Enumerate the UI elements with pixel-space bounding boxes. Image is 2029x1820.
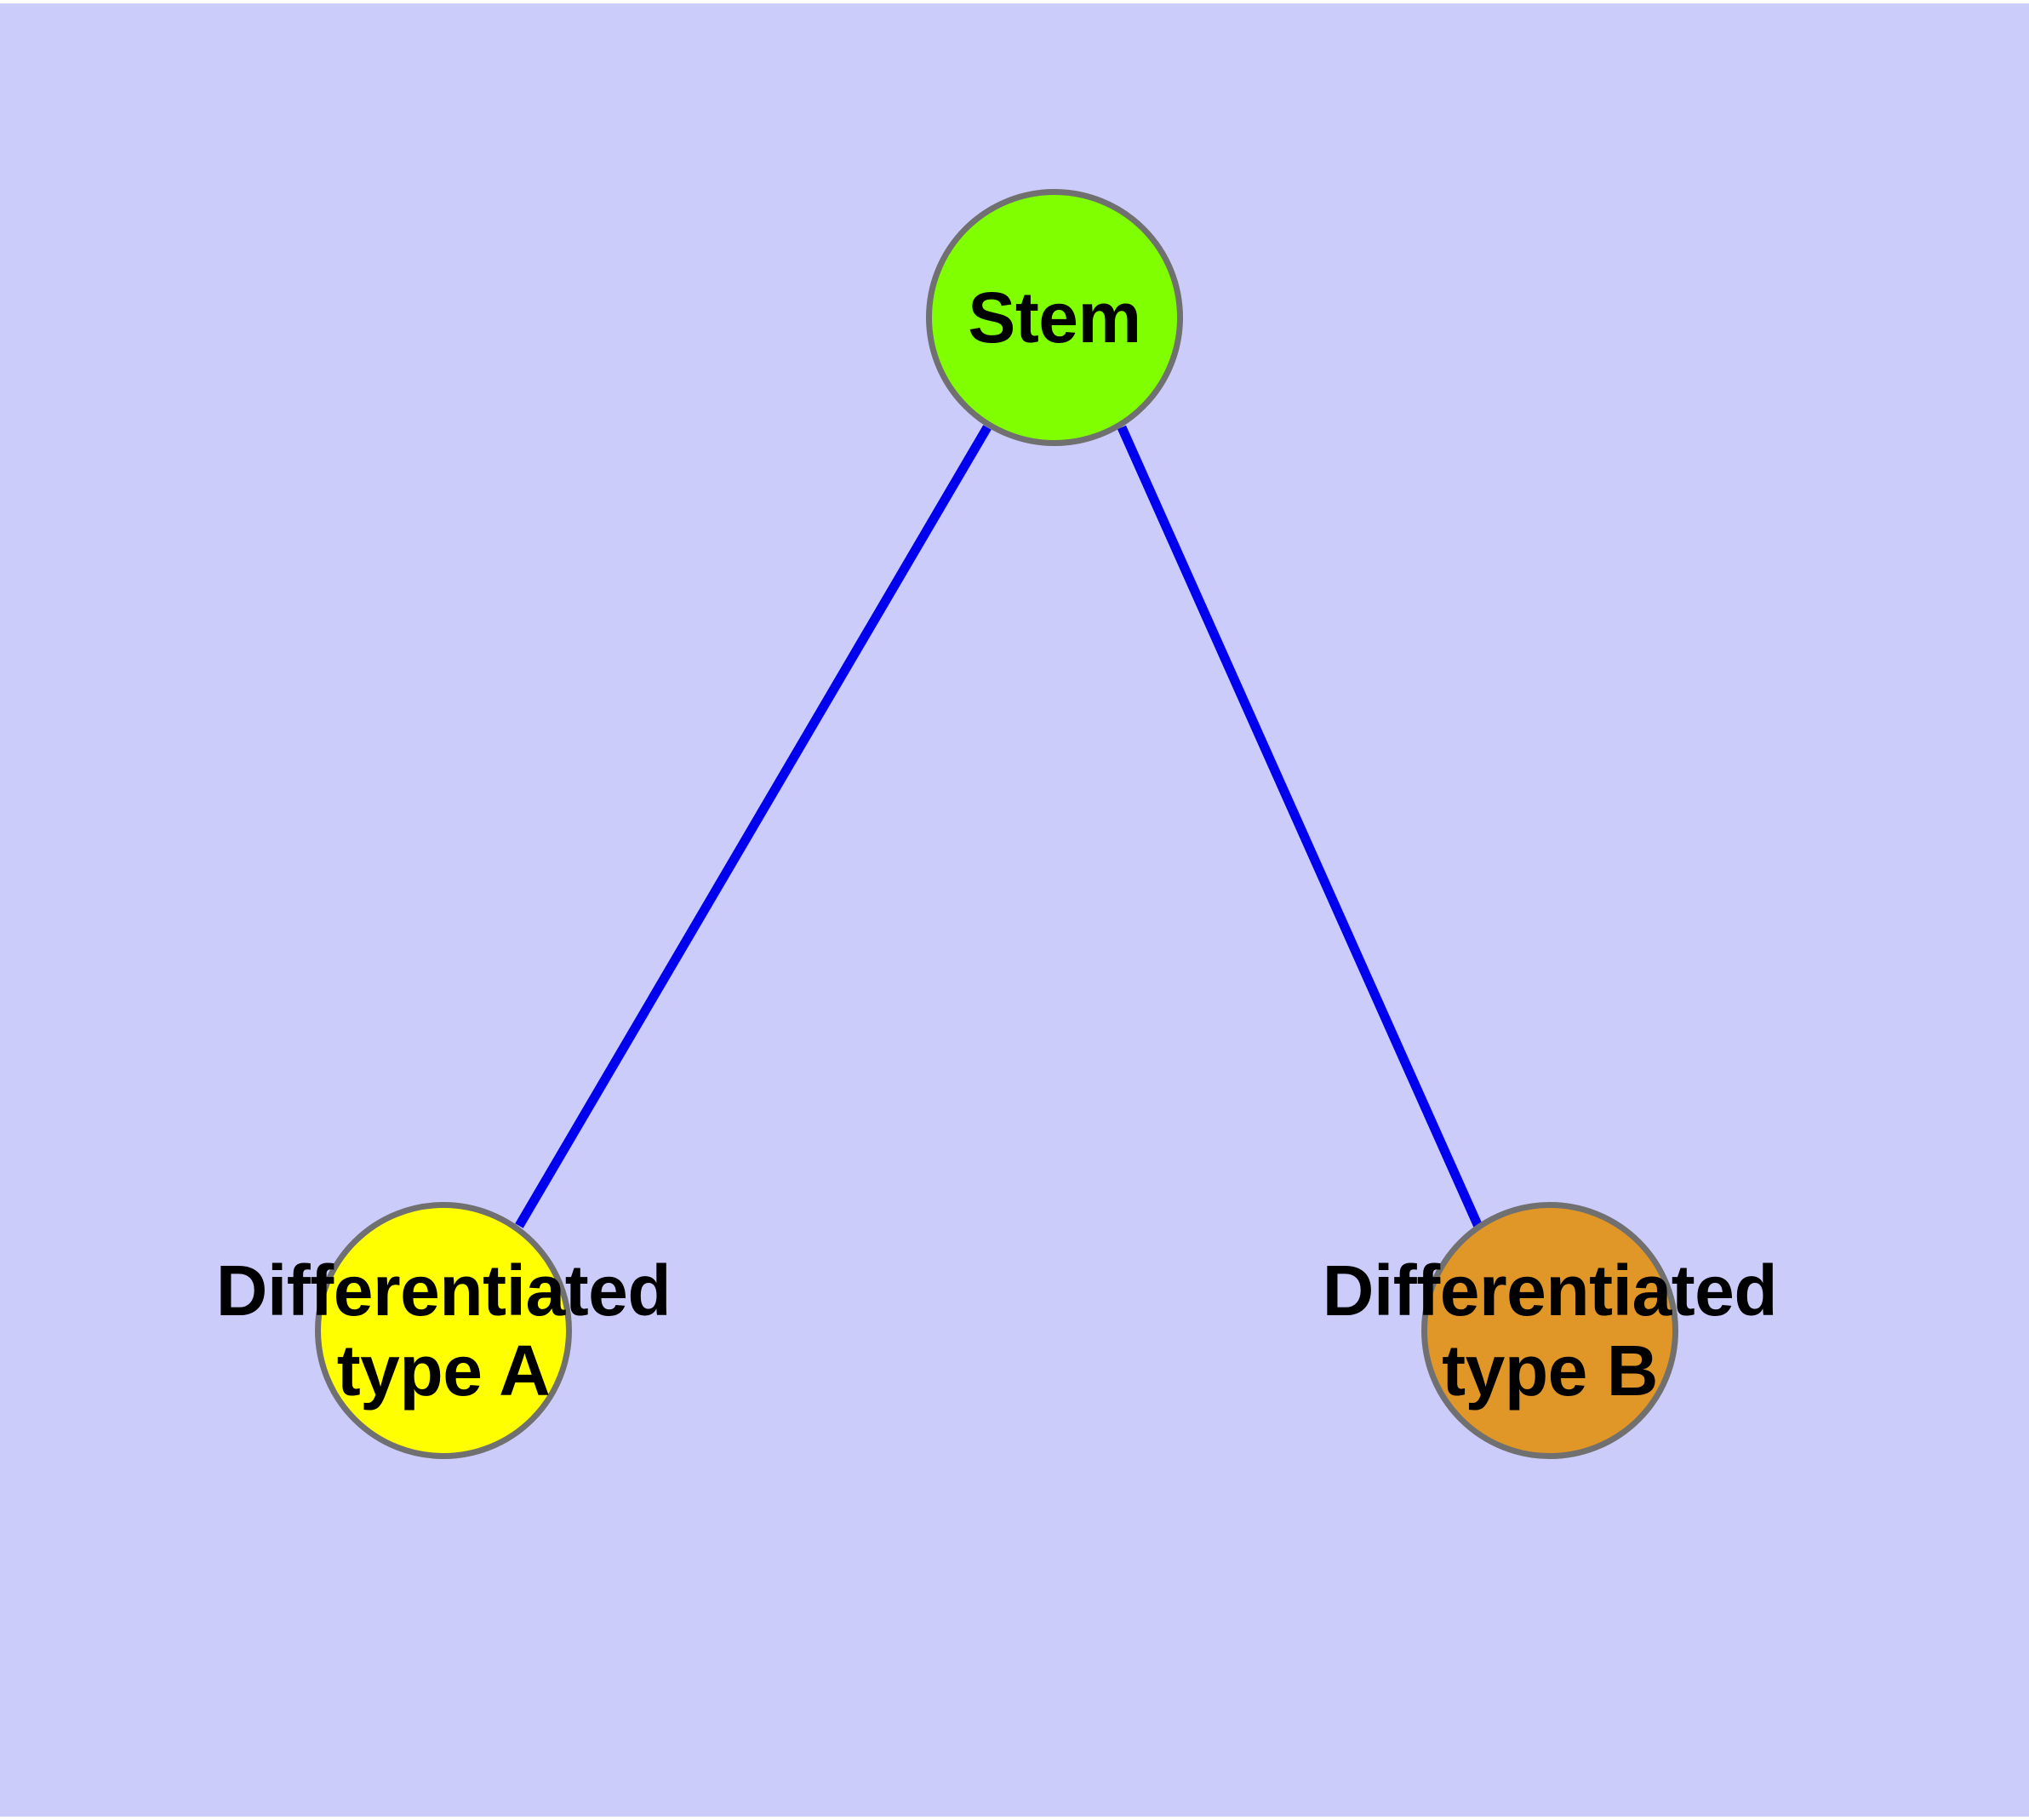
edge-stem-to-differentiated-type-b	[1117, 425, 1484, 1231]
node-differentiated-type-b[interactable]	[1421, 1202, 1678, 1459]
edge-stem-to-differentiated-type-a	[515, 425, 992, 1228]
node-layer	[315, 189, 1678, 1459]
node-stem[interactable]	[926, 189, 1183, 446]
node-differentiated-type-a[interactable]	[315, 1202, 572, 1459]
edge-layer	[515, 425, 1484, 1231]
